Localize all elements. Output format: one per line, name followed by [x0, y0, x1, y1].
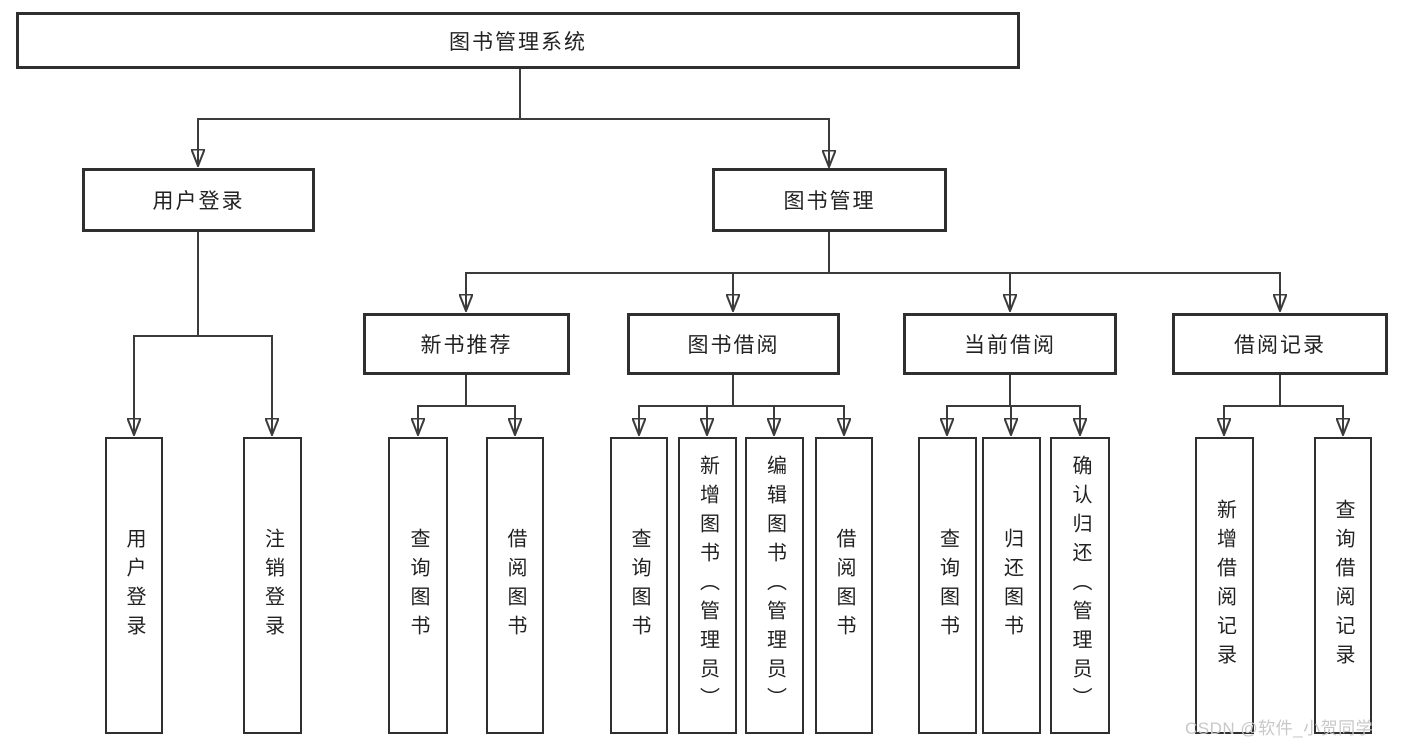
leaf-rec-query-record: 查询借阅记录 — [1314, 437, 1372, 734]
leaf-cb-return-books-label: 归还图书 — [1000, 527, 1023, 644]
node-root-label: 图书管理系统 — [449, 30, 587, 54]
leaf-newrec-borrow-books-label: 借阅图书 — [504, 527, 526, 644]
node-book-borrow: 图书借阅 — [627, 313, 840, 375]
leaf-bb-add-books-admin: 新增图书（管理员） — [678, 437, 737, 734]
node-book-management-label: 图书管理 — [783, 190, 876, 213]
node-borrow-records: 借阅记录 — [1172, 313, 1388, 375]
leaf-bb-borrow-books-label: 借阅图书 — [833, 527, 855, 644]
leaf-bb-add-books-admin-label: 新增图书（管理员） — [696, 455, 719, 716]
leaf-user-login-label: 用户登录 — [123, 527, 145, 644]
node-current-borrow: 当前借阅 — [903, 313, 1117, 375]
leaf-bb-query-books: 查询图书 — [610, 437, 668, 734]
watermark: CSDN @软件_小贺同学 — [1185, 719, 1374, 738]
node-book-borrow-label: 图书借阅 — [687, 334, 780, 357]
leaf-logout: 注销登录 — [243, 437, 302, 734]
leaf-logout-label: 注销登录 — [261, 527, 284, 644]
leaf-cb-confirm-return-admin-label: 确认归还（管理员） — [1069, 455, 1091, 716]
leaf-cb-confirm-return-admin: 确认归还（管理员） — [1050, 437, 1110, 734]
leaf-newrec-borrow-books: 借阅图书 — [486, 437, 544, 734]
leaf-newrec-query-books: 查询图书 — [388, 437, 448, 734]
leaf-bb-edit-books-admin: 编辑图书（管理员） — [745, 437, 804, 734]
node-user-login-branch: 用户登录 — [82, 168, 315, 232]
leaf-user-login: 用户登录 — [105, 437, 163, 734]
leaf-bb-edit-books-admin-label: 编辑图书（管理员） — [763, 455, 786, 716]
node-root: 图书管理系统 — [16, 12, 1020, 69]
leaf-bb-query-books-label: 查询图书 — [628, 527, 650, 644]
node-book-management: 图书管理 — [712, 168, 947, 232]
leaf-cb-return-books: 归还图书 — [982, 437, 1041, 734]
leaf-bb-borrow-books: 借阅图书 — [815, 437, 873, 734]
leaf-rec-add-record-label: 新增借阅记录 — [1213, 498, 1236, 673]
leaf-rec-add-record: 新增借阅记录 — [1195, 437, 1254, 734]
node-current-borrow-label: 当前借阅 — [964, 334, 1056, 357]
leaf-cb-query-books-label: 查询图书 — [936, 527, 959, 644]
leaf-cb-query-books: 查询图书 — [918, 437, 977, 734]
node-user-login-branch-label: 用户登录 — [152, 190, 245, 213]
node-borrow-records-label: 借阅记录 — [1234, 334, 1326, 357]
node-new-book-recommend-label: 新书推荐 — [420, 334, 513, 357]
node-new-book-recommend: 新书推荐 — [363, 313, 570, 375]
leaf-newrec-query-books-label: 查询图书 — [407, 527, 429, 644]
leaf-rec-query-record-label: 查询借阅记录 — [1332, 498, 1354, 673]
